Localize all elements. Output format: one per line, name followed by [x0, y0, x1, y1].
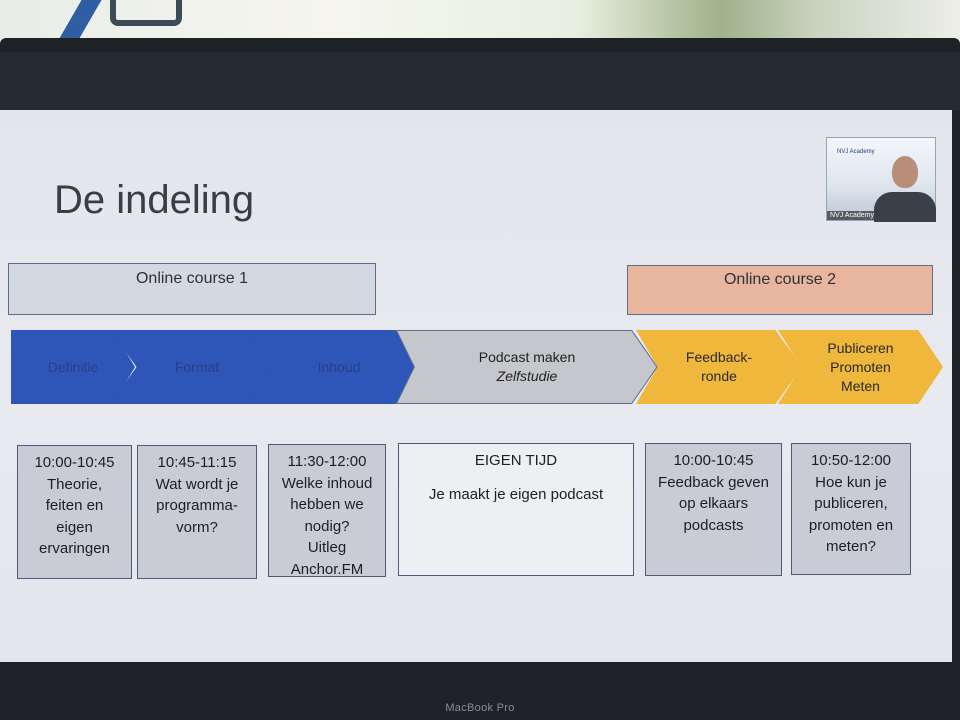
phase-label: ronde: [701, 368, 737, 384]
slide-title: De indeling: [54, 178, 255, 222]
session-box-5: 10:00-10:45 Feedback geven op elkaars po…: [645, 443, 782, 576]
webcam-person-body: [874, 192, 936, 222]
session-text: programma-: [156, 497, 238, 514]
background-window-frame: [110, 0, 182, 26]
session-box-6: 10:50-12:00 Hoe kun je publiceren, promo…: [791, 443, 911, 575]
webcam-name-label: NVJ Academy: [827, 211, 877, 220]
online-course-1-label: Online course 1: [135, 270, 249, 287]
session-box-eigen-tijd: EIGEN TIJD Je maakt je eigen podcast: [398, 443, 634, 576]
phase-arrow-inhoud: Inhoud: [246, 330, 424, 404]
phase-label: Publiceren: [827, 339, 894, 356]
session-time: 11:30-12:00: [287, 453, 367, 470]
phase-arrow-outline: [396, 330, 658, 404]
session-text: publiceren,: [814, 495, 888, 512]
session-time: 10:00-10:45: [673, 452, 754, 469]
phase-label: Meten: [841, 377, 880, 394]
session-text: nodig?: [304, 517, 350, 535]
webcam-logo: NVJ Academy: [837, 149, 875, 155]
session-box-1: 10:00-10:45 Theorie, feiten en eigen erv…: [17, 445, 132, 579]
session-text: Anchor.FM: [290, 560, 364, 578]
phase-label: Inhoud: [317, 358, 361, 375]
session-text: promoten en: [808, 516, 894, 534]
phase-arrow-definitie: Definitie: [11, 330, 135, 404]
session-text: op elkaars: [678, 495, 749, 512]
phase-label: Podcast maken: [478, 349, 576, 365]
session-text: Feedback geven: [658, 473, 769, 491]
phase-arrow-publiceren: Publiceren Promoten Meten: [778, 330, 943, 404]
session-text: Uitleg: [307, 539, 347, 556]
online-course-2-bar: Online course 2: [627, 265, 933, 315]
session-text: podcasts: [683, 516, 744, 534]
session-text: ervaringen: [39, 540, 110, 557]
phase-arrow-podcast-maken: Podcast maken Zelfstudie: [396, 330, 658, 404]
session-text: eigen: [56, 518, 93, 536]
session-text: Hoe kun je: [815, 473, 887, 491]
session-time: 10:00-10:45: [34, 454, 115, 471]
session-text: hebben we: [290, 496, 364, 513]
session-text: vorm?: [176, 518, 218, 536]
screen-top-bar: [0, 52, 960, 110]
phase-arrow-feedback: Feedback- ronde: [636, 330, 802, 404]
session-box-2: 10:45-11:15 Wat wordt je programma- vorm…: [137, 445, 257, 579]
laptop-brand-label: MacBook Pro: [445, 702, 515, 714]
phase-label: Format: [174, 358, 220, 375]
phase-label: Promoten: [830, 358, 891, 375]
session-text: meten?: [825, 538, 877, 555]
session-text: Je maakt je eigen podcast: [428, 485, 604, 503]
phase-arrow-format: Format: [110, 330, 276, 404]
online-course-1-bar: Online course 1: [8, 263, 376, 315]
online-course-2-label: Online course 2: [723, 271, 837, 288]
phase-label: Feedback-: [685, 349, 753, 365]
session-time: 10:50-12:00: [810, 452, 892, 469]
session-text: Wat wordt je: [155, 475, 239, 493]
phase-label: Definitie: [47, 358, 99, 375]
webcam-person-head: [892, 156, 918, 188]
session-text: Welke inhoud: [281, 474, 373, 492]
session-text: Theorie,: [46, 475, 103, 493]
session-box-3: 11:30-12:00 Welke inhoud hebben we nodig…: [268, 444, 386, 578]
phase-sublabel: Zelfstudie: [496, 368, 558, 384]
session-time: 10:45-11:15: [157, 454, 237, 471]
session-text: feiten en: [45, 497, 104, 514]
session-title: EIGEN TIJD: [474, 452, 558, 469]
